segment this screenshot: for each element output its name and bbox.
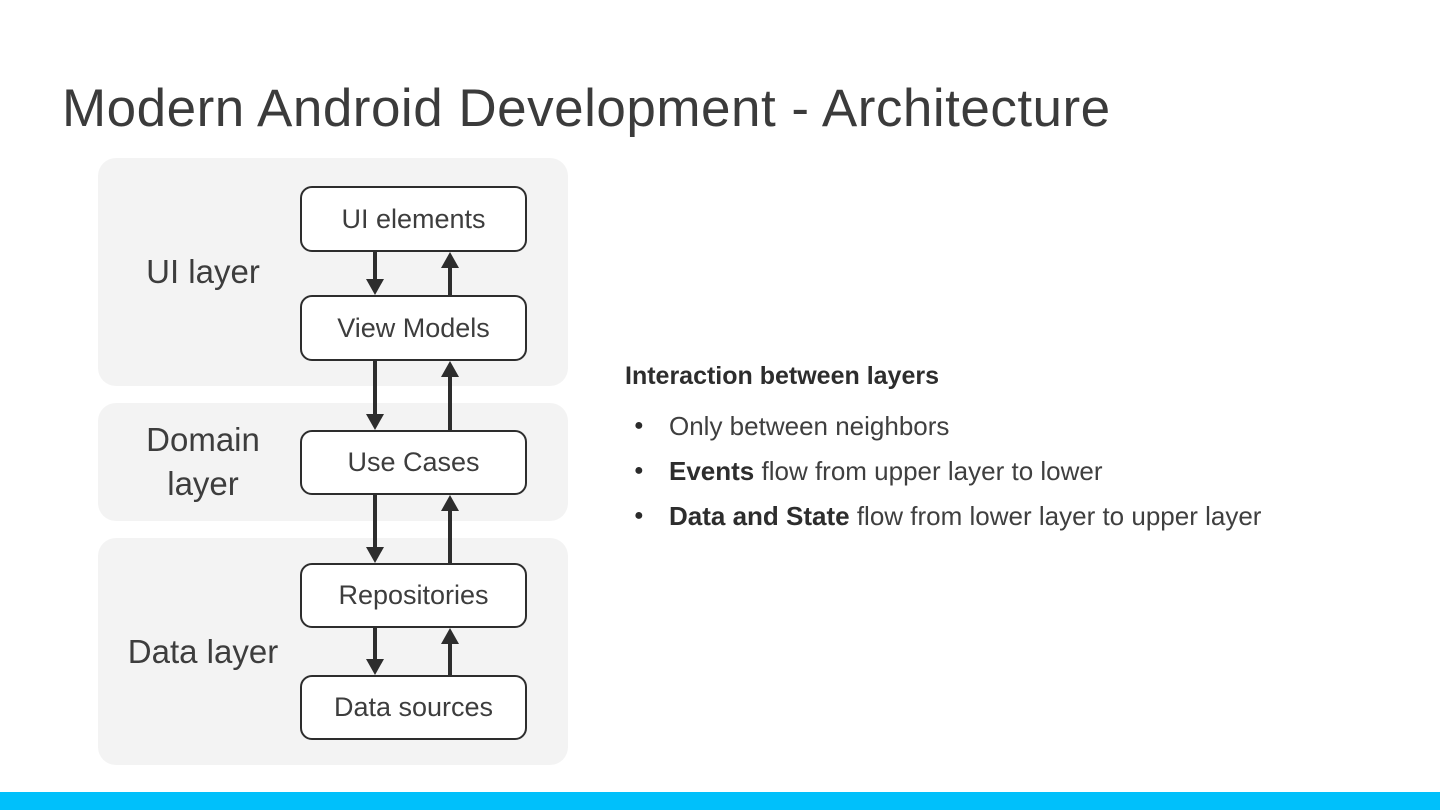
arrow-head	[366, 547, 384, 563]
arrow-head	[441, 495, 459, 511]
arrow-shaft	[373, 252, 377, 283]
bullet-dot-icon: ●	[634, 462, 644, 479]
layer-label-data: Data layer	[127, 632, 279, 670]
page-title: Modern Android Development - Architectur…	[62, 79, 1111, 138]
node-repositories: Repositories	[300, 563, 527, 628]
notes-panel: Interaction between layers ● Only betwee…	[625, 362, 1335, 543]
arrow-down-icon	[366, 495, 384, 563]
arrow-shaft	[448, 507, 452, 563]
list-item: ● Events flow from upper layer to lower	[625, 453, 1335, 489]
bullet-rest-text: Only between neighbors	[669, 411, 950, 441]
bullet-bold-text: Data and State	[669, 501, 850, 531]
list-item: ● Data and State flow from lower layer t…	[625, 498, 1335, 534]
arrow-down-icon	[366, 361, 384, 430]
bullet-text: Data and State flow from lower layer to …	[669, 498, 1261, 534]
bullet-dot-icon: ●	[634, 417, 644, 434]
arrow-shaft	[448, 264, 452, 295]
footer-accent-bar	[0, 792, 1440, 810]
arrow-head	[441, 252, 459, 268]
arrow-down-icon	[366, 252, 384, 295]
arrow-head	[366, 414, 384, 430]
arrow-up-icon	[441, 495, 459, 563]
layer-label-ui: UI layer	[146, 253, 260, 291]
node-data-sources: Data sources	[300, 675, 527, 740]
arrow-shaft	[373, 628, 377, 663]
bullet-bold-text: Events	[669, 456, 755, 486]
node-view-models: View Models	[300, 295, 527, 361]
layer-label-domain: Domain layer	[146, 421, 260, 502]
bullet-dot-icon: ●	[634, 507, 644, 524]
arrow-shaft	[448, 373, 452, 430]
notes-bullet-list: ● Only between neighbors ● Events flow f…	[625, 408, 1335, 534]
bullet-rest-text: flow from lower layer to upper layer	[849, 501, 1262, 531]
arrow-shaft	[373, 495, 377, 551]
bullet-rest-text: flow from upper layer to lower	[754, 456, 1103, 486]
arrow-up-icon	[441, 252, 459, 295]
node-ui-elements: UI elements	[300, 186, 527, 252]
node-use-cases: Use Cases	[300, 430, 527, 495]
list-item: ● Only between neighbors	[625, 408, 1335, 444]
notes-heading: Interaction between layers	[625, 362, 940, 390]
arrow-head	[441, 361, 459, 377]
arrow-head	[366, 279, 384, 295]
arrow-head	[366, 659, 384, 675]
bullet-text: Events flow from upper layer to lower	[669, 453, 1103, 489]
arrow-shaft	[373, 361, 377, 418]
arrow-shaft	[448, 640, 452, 675]
arrow-down-icon	[366, 628, 384, 675]
arrow-up-icon	[441, 628, 459, 675]
arrow-head	[441, 628, 459, 644]
arrow-up-icon	[441, 361, 459, 430]
bullet-text: Only between neighbors	[669, 408, 949, 444]
